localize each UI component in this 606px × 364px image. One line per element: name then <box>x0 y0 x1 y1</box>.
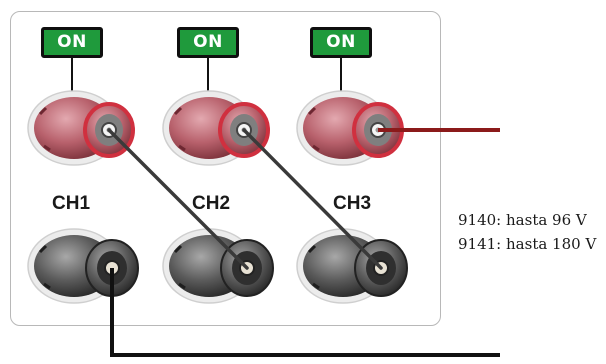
ch2-on-switch[interactable]: ON <box>177 27 239 58</box>
note-model: 9140: <box>458 211 502 229</box>
jumper-wire-ch2-ch3 <box>242 128 383 270</box>
note-9141: 9141: hasta 180 V <box>458 235 596 253</box>
switch-stem-ch2 <box>207 58 209 94</box>
ch1-positive-terminal[interactable] <box>27 90 135 166</box>
ch1-on-switch[interactable]: ON <box>41 27 103 58</box>
note-range: hasta 96 V <box>506 211 587 229</box>
jumper-wire-ch1-ch2 <box>107 128 249 270</box>
output-negative-wire <box>110 268 500 357</box>
ch3-on-switch[interactable]: ON <box>310 27 372 58</box>
note-range: hasta 180 V <box>506 235 597 253</box>
note-model: 9141: <box>458 235 502 253</box>
ch1-negative-terminal[interactable] <box>27 228 139 304</box>
ch3-label: CH3 <box>333 193 372 214</box>
ch1-label: CH1 <box>52 193 91 214</box>
note-9140: 9140: hasta 96 V <box>458 211 587 229</box>
switch-stem-ch1 <box>71 58 73 94</box>
ch2-label: CH2 <box>192 193 231 214</box>
ch2-positive-terminal[interactable] <box>162 90 270 166</box>
switch-stem-ch3 <box>340 58 342 94</box>
